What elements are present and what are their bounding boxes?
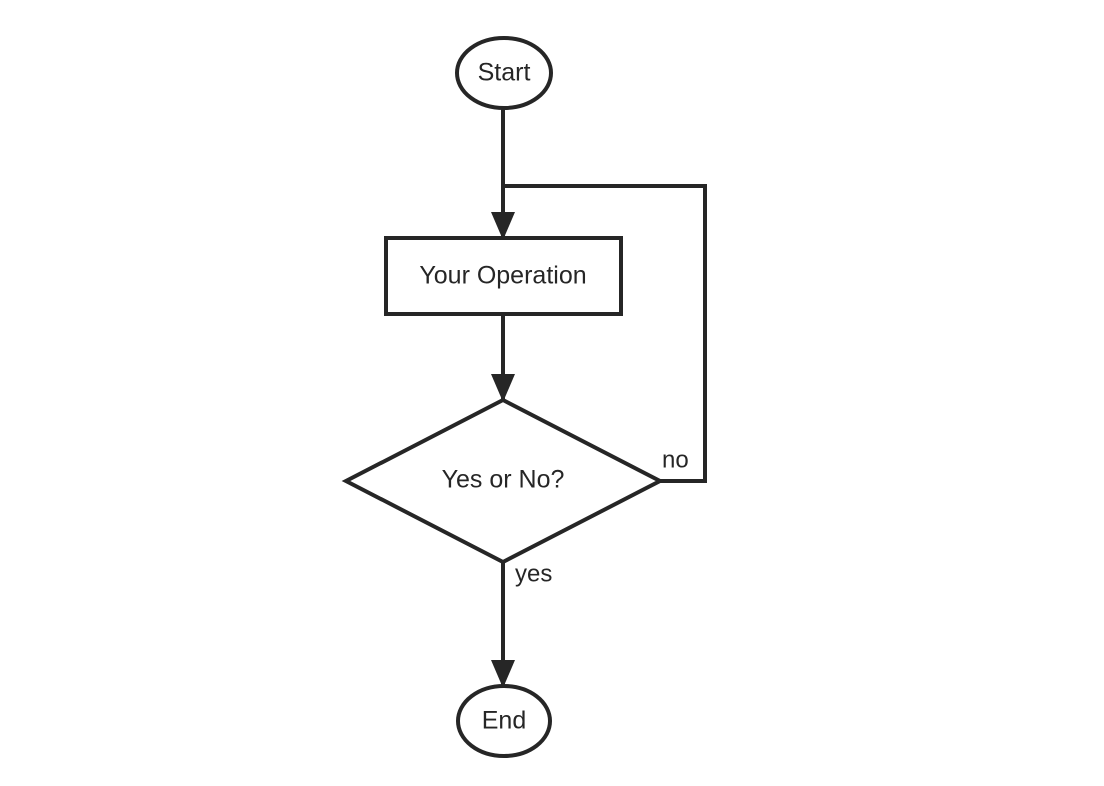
start-label: Start xyxy=(478,59,531,87)
decision-label: Yes or No? xyxy=(442,466,565,494)
end-label: End xyxy=(482,707,526,735)
node-decision[interactable]: Yes or No? xyxy=(341,397,665,565)
decision-diamond[interactable] xyxy=(341,397,665,565)
arrowhead-into-operation xyxy=(491,212,515,240)
operation-label: Your Operation xyxy=(419,262,586,290)
edge-label-no: no xyxy=(662,446,689,473)
edge-decision-no-to-operation: no xyxy=(501,184,707,483)
edge-start-to-operation xyxy=(491,108,515,240)
arrowhead-into-decision xyxy=(491,374,515,402)
edge-decision-yes-to-end: yes xyxy=(491,560,552,688)
edge-decision-no-to-operation-line xyxy=(501,184,707,483)
end-ellipse[interactable] xyxy=(456,684,552,758)
arrowhead-into-end xyxy=(491,660,515,688)
node-operation[interactable]: Your Operation xyxy=(384,236,623,316)
start-ellipse[interactable] xyxy=(455,36,553,110)
edge-operation-to-decision xyxy=(491,314,515,402)
node-start[interactable]: Start xyxy=(455,36,553,110)
edge-label-yes: yes xyxy=(515,560,552,587)
node-end[interactable]: End xyxy=(456,684,552,758)
operation-rectangle[interactable] xyxy=(384,236,623,316)
